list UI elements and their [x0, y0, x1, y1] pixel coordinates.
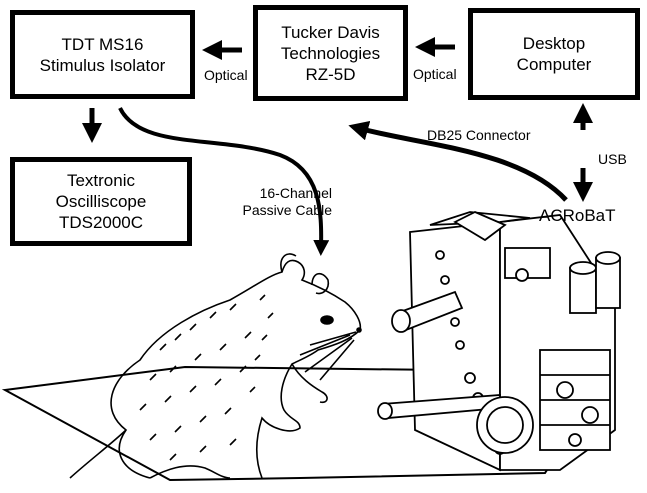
stimulus-isolator-label: TDT MS16 Stimulus Isolator: [40, 34, 166, 76]
optical-label-right: Optical: [413, 66, 457, 83]
stimulus-isolator-box: TDT MS16 Stimulus Isolator: [10, 10, 195, 99]
desktop-computer-label: Desktop Computer: [517, 33, 592, 75]
acrobat-device-illustration: [378, 212, 620, 470]
acrobat-label: ACRoBaT: [539, 206, 616, 226]
rz5d-box: Tucker Davis Technologies RZ-5D: [253, 5, 408, 101]
optical-label-left: Optical: [204, 67, 248, 84]
db25-connector-label: DB25 Connector: [427, 127, 531, 144]
desktop-computer-box: Desktop Computer: [468, 8, 640, 100]
oscilloscope-label: Textronic Oscilliscope TDS2000C: [56, 170, 147, 233]
usb-label: USB: [598, 151, 627, 168]
oscilloscope-box: Textronic Oscilliscope TDS2000C: [10, 157, 192, 246]
rat-illustration: [70, 254, 361, 478]
rz5d-label: Tucker Davis Technologies RZ-5D: [281, 22, 380, 85]
passive-cable-label: 16-Channel Passive Cable: [202, 185, 332, 219]
